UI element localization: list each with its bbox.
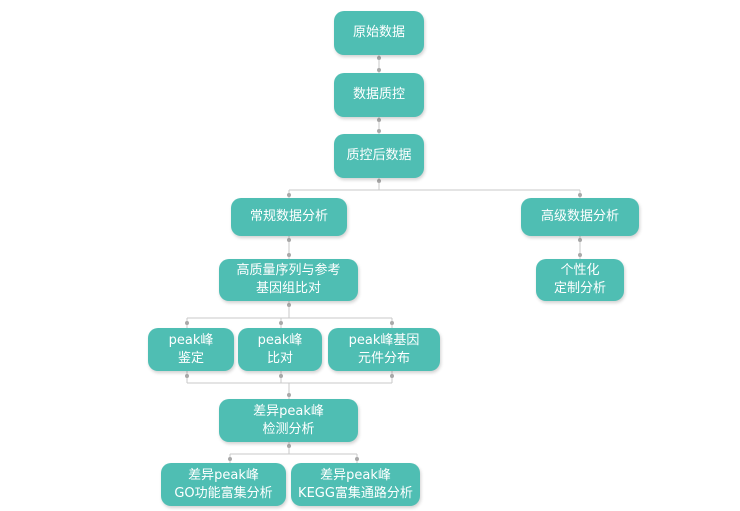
connector-dot (287, 393, 291, 397)
connector-dot (377, 179, 381, 183)
connector-dot (377, 56, 381, 60)
node-label-line2: 鉴定 (177, 350, 204, 366)
node-label-line1: 差异peak峰 (188, 467, 259, 483)
connector-dot (287, 444, 291, 448)
node-label-line2: 定制分析 (553, 281, 606, 296)
node-label-line2: KEGG富集通路分析 (298, 485, 413, 501)
connector-dot (355, 457, 359, 461)
connector-dot (228, 457, 232, 461)
node-label-line2: 比对 (266, 350, 293, 366)
connector-dot (578, 193, 582, 197)
node-label-line1: 高质量序列与参考 (236, 263, 341, 278)
connector-dot (287, 303, 291, 307)
node-label: 数据质控 (352, 87, 405, 102)
node-routine-analysis: 常规数据分析 (231, 198, 347, 236)
node-peak-identification: peak峰 鉴定 (148, 328, 234, 371)
connector-dot (578, 238, 582, 242)
connector-dot (377, 118, 381, 122)
connector-dot (279, 321, 283, 325)
node-peak-gene-element: peak峰基因 元件分布 (328, 328, 440, 371)
node-quality-ref-alignment: 高质量序列与参考 基因组比对 (219, 259, 358, 301)
node-label: 高级数据分析 (540, 209, 619, 224)
connector-dot (287, 238, 291, 242)
connector-dot (185, 374, 189, 378)
node-advanced-analysis: 高级数据分析 (521, 198, 639, 236)
node-go-enrichment: 差异peak峰 GO功能富集分析 (161, 463, 286, 506)
connector-dot (377, 129, 381, 133)
node-label-line1: peak峰基因 (348, 332, 420, 348)
node-label-line2: GO功能富集分析 (174, 485, 273, 501)
connector-dot (279, 374, 283, 378)
node-label-line2: 检测分析 (262, 421, 315, 437)
node-label: 原始数据 (352, 25, 405, 40)
node-kegg-enrichment: 差异peak峰 KEGG富集通路分析 (291, 463, 420, 506)
connector-dot (390, 374, 394, 378)
node-after-qc-data: 质控后数据 (334, 134, 424, 178)
node-label: 常规数据分析 (249, 209, 328, 224)
connector-dot (578, 253, 582, 257)
node-label-line1: peak峰 (168, 332, 214, 348)
connector-dot (287, 193, 291, 197)
node-label: 质控后数据 (346, 148, 412, 163)
node-raw-data: 原始数据 (334, 11, 424, 55)
node-label-line1: 差异peak峰 (253, 403, 324, 419)
connector-dot (390, 321, 394, 325)
node-label-line1: 个性化 (560, 263, 600, 278)
node-label-line2: 元件分布 (357, 350, 410, 366)
node-peak-alignment: peak峰 比对 (238, 328, 322, 371)
node-label-line2: 基因组比对 (255, 281, 321, 296)
connector-dot (287, 253, 291, 257)
connector-dot (377, 68, 381, 72)
node-label-line1: 差异peak峰 (320, 467, 391, 483)
node-label-line1: peak峰 (257, 332, 303, 348)
node-custom-analysis: 个性化 定制分析 (536, 259, 624, 301)
node-data-qc: 数据质控 (334, 73, 424, 117)
node-diff-peak-detection: 差异peak峰 检测分析 (219, 399, 358, 442)
connector-dot (185, 321, 189, 325)
